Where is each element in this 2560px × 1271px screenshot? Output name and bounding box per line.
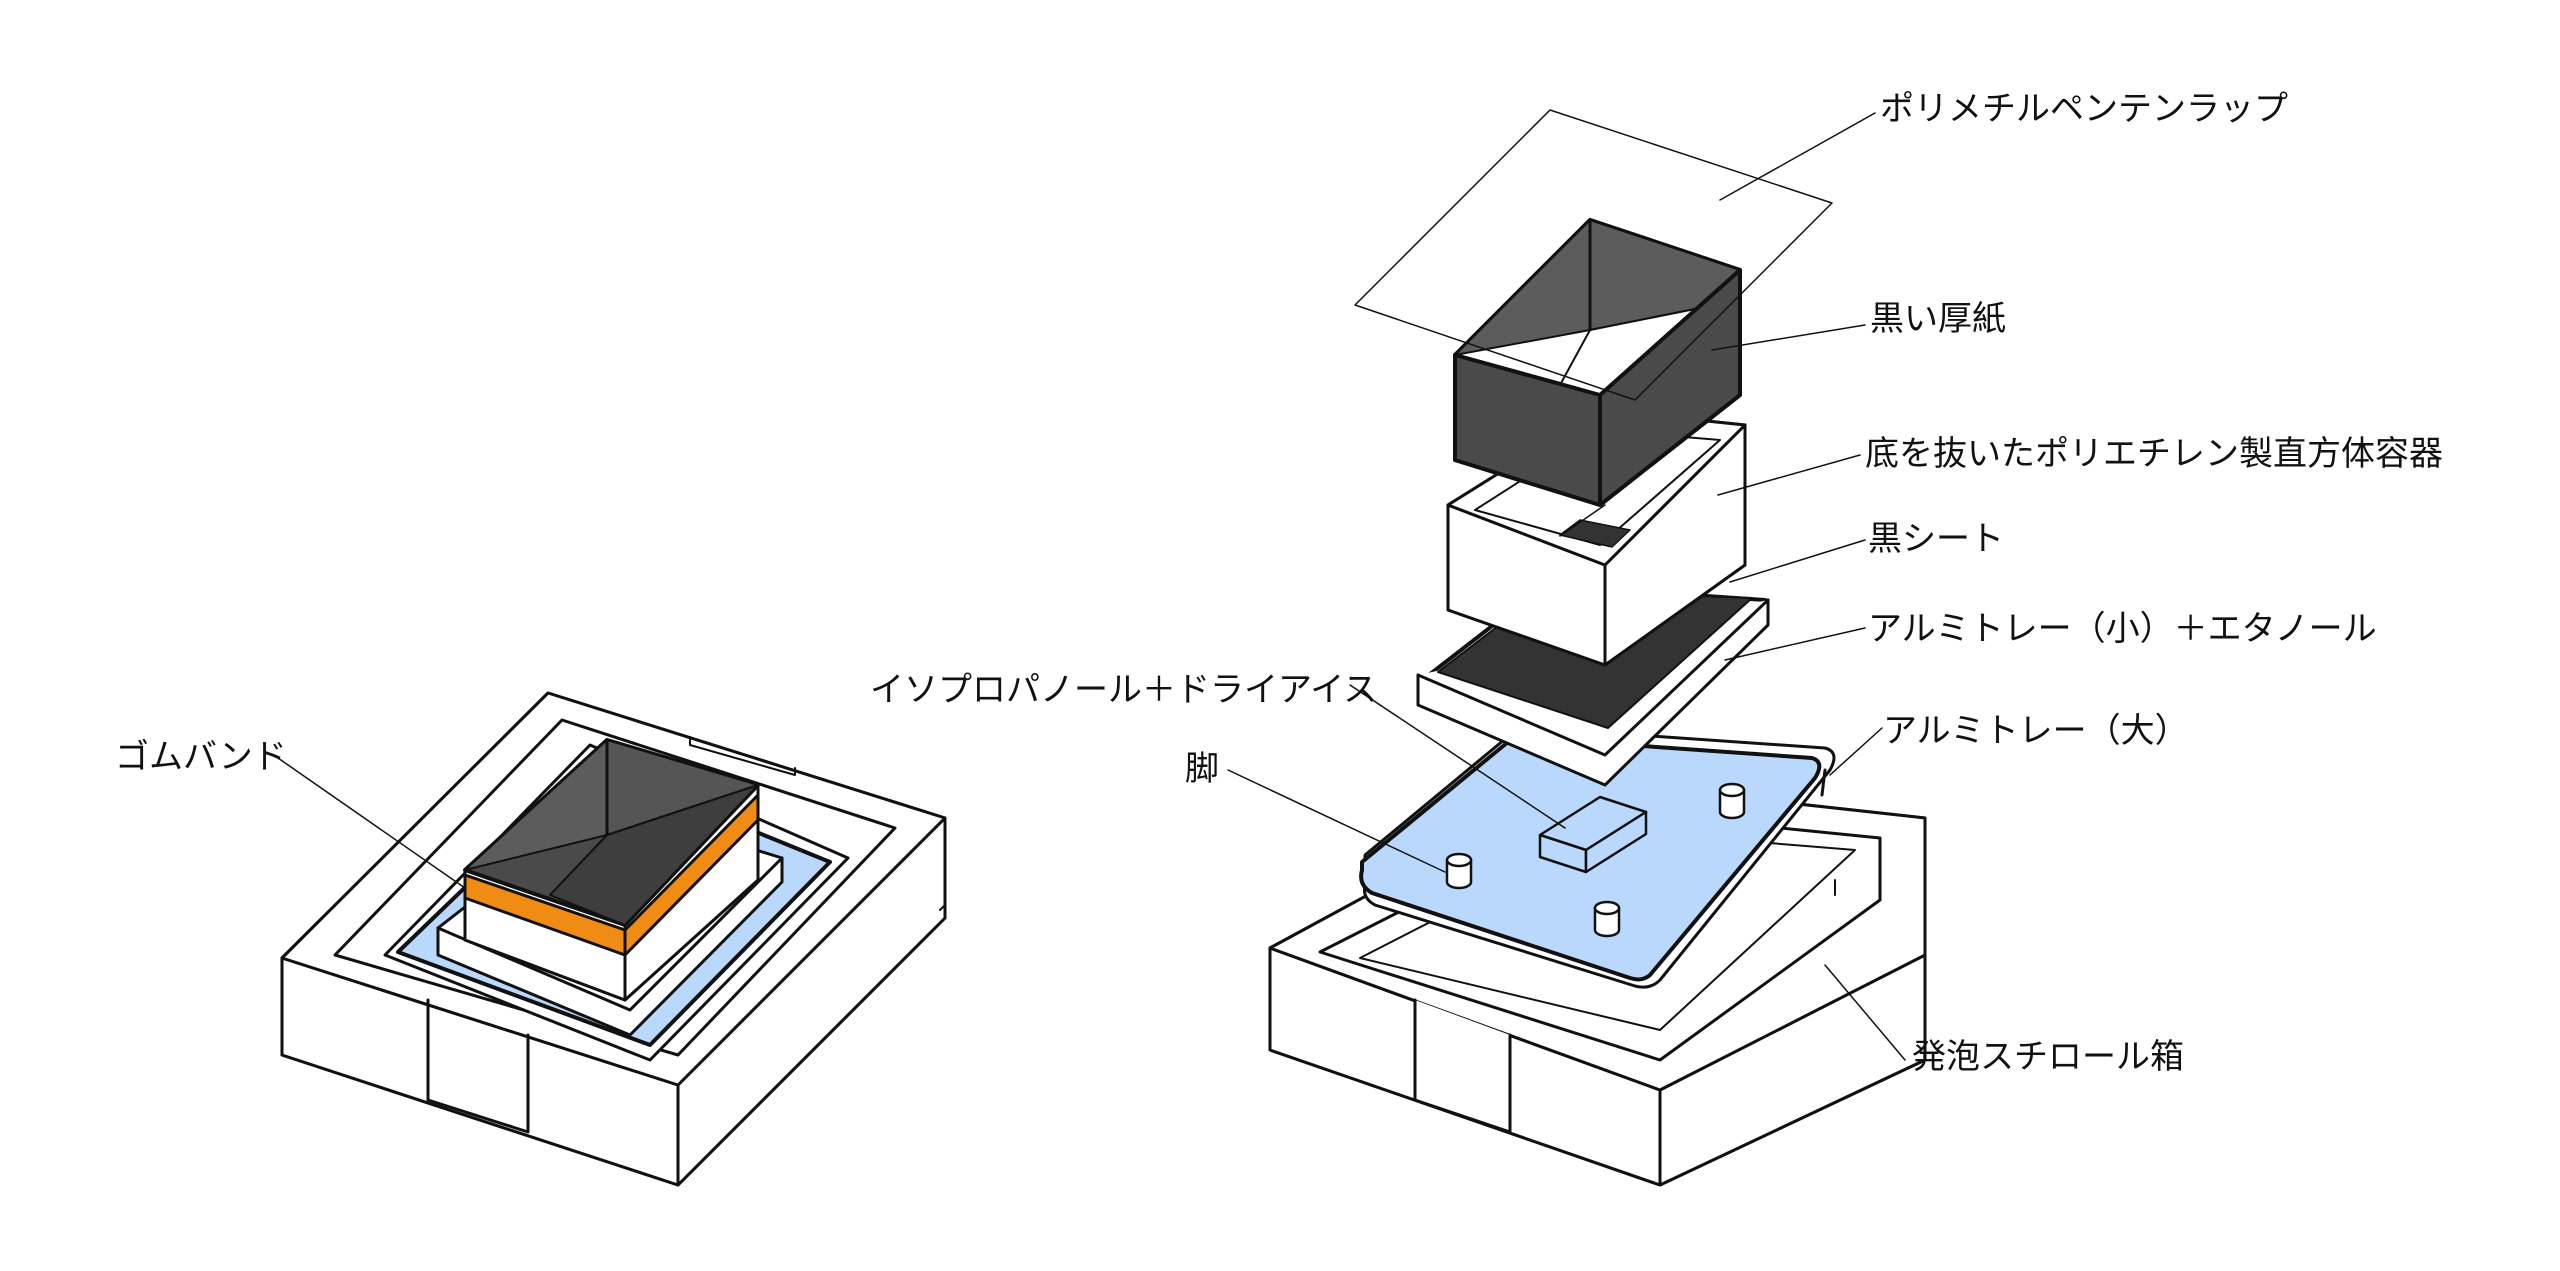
leg [1593, 900, 1621, 938]
label-large-aluminium-tray: アルミトレー（大） [1883, 711, 2189, 751]
label-black-sheet: 黒シート [1868, 519, 2004, 559]
plastic-wrap-sheet [1354, 109, 1833, 401]
rubber-band [623, 793, 760, 957]
label-legs: 脚 [1185, 749, 1219, 789]
leader-lines [1227, 112, 1906, 1061]
label-black-cardboard: 黒い厚紙 [1870, 299, 2006, 339]
container-with-rubber-band [463, 738, 760, 1002]
leg [1445, 852, 1473, 890]
label-styrofoam-box: 発泡スチロール箱 [1912, 1037, 2184, 1077]
leader-line-rubber-band [277, 757, 466, 889]
black-cardboard [1453, 218, 1742, 507]
label-rubber-band: ゴムバンド [115, 737, 287, 777]
dry-ice-block [1538, 795, 1648, 874]
exploded-assembly [1227, 109, 1927, 1187]
legs [1445, 782, 1746, 938]
label-ipa-dry-ice: イソプロパノール＋ドライアイス [870, 670, 1378, 710]
label-plastic-wrap: ポリメチルペンテンラップ [1880, 89, 2288, 129]
label-small-aluminium-tray: アルミトレー（小）＋エタノール [1868, 609, 2377, 649]
assembled-apparatus [277, 691, 947, 1187]
label-polyethylene-container: 底を抜いたポリエチレン製直方体容器 [1865, 434, 2443, 474]
leg [1718, 782, 1746, 820]
